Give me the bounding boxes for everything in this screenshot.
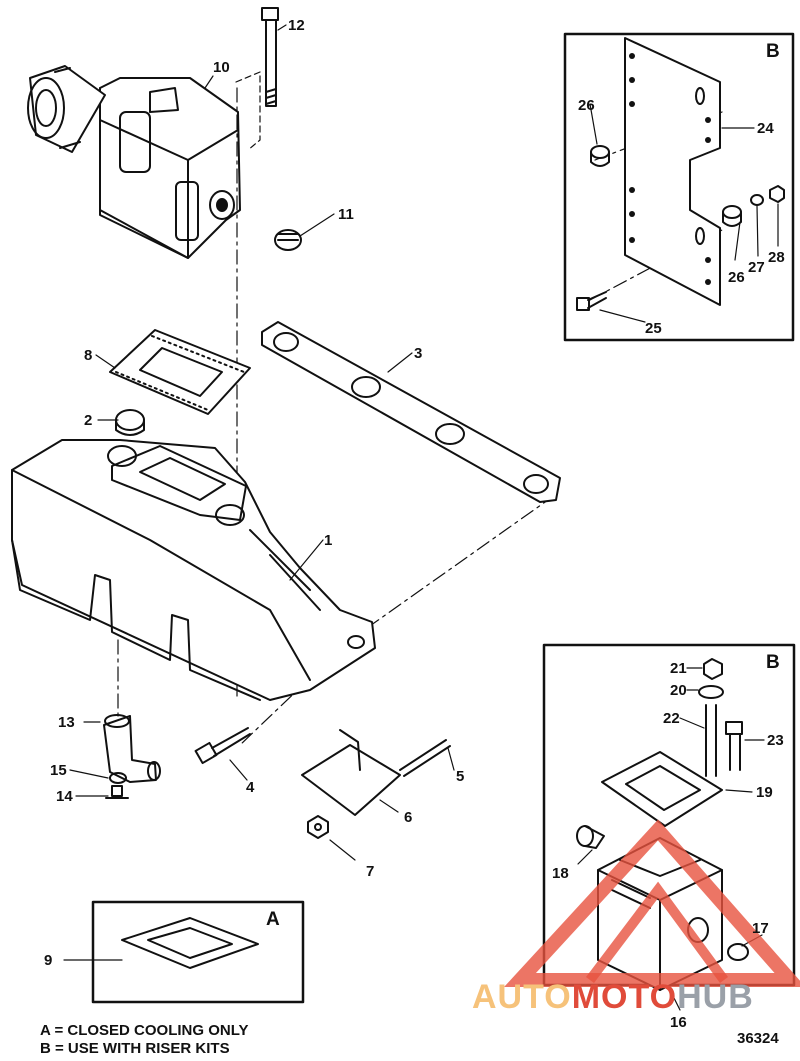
gasket-8 xyxy=(109,329,251,415)
callout-4: 4 xyxy=(246,779,255,796)
callout-15: 15 xyxy=(50,762,67,779)
callout-10: 10 xyxy=(213,59,230,76)
gasket-19 xyxy=(601,751,723,827)
nut-21 xyxy=(703,658,723,680)
watermark-text: AUTOMOTOHUB xyxy=(472,978,754,1017)
callout-7: 7 xyxy=(366,863,374,880)
detail-box-a xyxy=(91,900,305,1004)
bolt-23 xyxy=(725,721,743,771)
watermark-part-moto: MOTO xyxy=(571,978,678,1016)
nut-28 xyxy=(769,185,785,203)
callout-20: 20 xyxy=(670,682,687,699)
gasket-3 xyxy=(261,321,561,503)
bolt-4 xyxy=(194,727,251,765)
exhaust-manifold-1 xyxy=(11,439,376,701)
callout-11: 11 xyxy=(338,206,354,223)
callout-21: 21 xyxy=(670,660,687,677)
callout-18: 18 xyxy=(552,865,569,882)
bolt-25 xyxy=(576,291,607,311)
box-label-a: A xyxy=(266,909,280,930)
box-label-b-top: B xyxy=(766,41,780,62)
callout-3: 3 xyxy=(414,345,422,362)
callout-23: 23 xyxy=(767,732,784,749)
callout-28: 28 xyxy=(768,249,785,266)
callout-17: 17 xyxy=(752,920,769,937)
legend-a: A = CLOSED COOLING ONLY xyxy=(40,1022,249,1039)
plug-17 xyxy=(727,943,749,961)
detail-box-b-top xyxy=(563,32,795,342)
watermark-triangle-icon xyxy=(504,819,800,987)
watermark-part-hub: HUB xyxy=(677,978,754,1016)
callout-26-top: 26 xyxy=(578,97,595,114)
callout-24: 24 xyxy=(757,120,774,137)
callout-26-bottom: 26 xyxy=(728,269,745,286)
diagram-number: 36324 xyxy=(737,1030,779,1047)
riser-16 xyxy=(597,837,723,991)
watermark-part-auto: AUTO xyxy=(472,978,572,1016)
drain-plug-14 xyxy=(105,785,129,799)
callout-5: 5 xyxy=(456,768,464,785)
plug-18 xyxy=(576,825,605,849)
callout-27: 27 xyxy=(748,259,765,276)
bracket-6 xyxy=(301,729,401,816)
stud-5 xyxy=(399,739,451,777)
gasket-9 xyxy=(121,917,259,969)
callout-14: 14 xyxy=(56,788,73,805)
fitting-13 xyxy=(103,714,161,783)
plug-11 xyxy=(274,229,302,251)
exhaust-elbow-10 xyxy=(27,65,241,259)
callout-19: 19 xyxy=(756,784,773,801)
callout-12: 12 xyxy=(288,17,305,34)
callout-13: 13 xyxy=(58,714,75,731)
callout-9: 9 xyxy=(44,952,52,969)
stud-22 xyxy=(705,704,717,777)
callout-22: 22 xyxy=(663,710,680,727)
callout-2: 2 xyxy=(84,412,92,429)
box-label-b-bottom: B xyxy=(766,652,780,673)
callout-1: 1 xyxy=(324,532,332,549)
bolt-12 xyxy=(261,7,279,107)
plate-24 xyxy=(624,37,721,306)
callout-8: 8 xyxy=(84,347,92,364)
washer-20 xyxy=(698,685,724,699)
callout-6: 6 xyxy=(404,809,412,826)
o-ring-15 xyxy=(109,772,127,784)
spacer-26-top xyxy=(590,145,610,167)
legend-b: B = USE WITH RISER KITS xyxy=(40,1040,230,1057)
callout-16: 16 xyxy=(670,1014,687,1031)
nut-7 xyxy=(307,815,329,839)
plug-2 xyxy=(115,409,145,436)
washer-27 xyxy=(750,194,764,206)
spacer-26-bottom xyxy=(722,205,742,227)
callout-25: 25 xyxy=(645,320,662,337)
